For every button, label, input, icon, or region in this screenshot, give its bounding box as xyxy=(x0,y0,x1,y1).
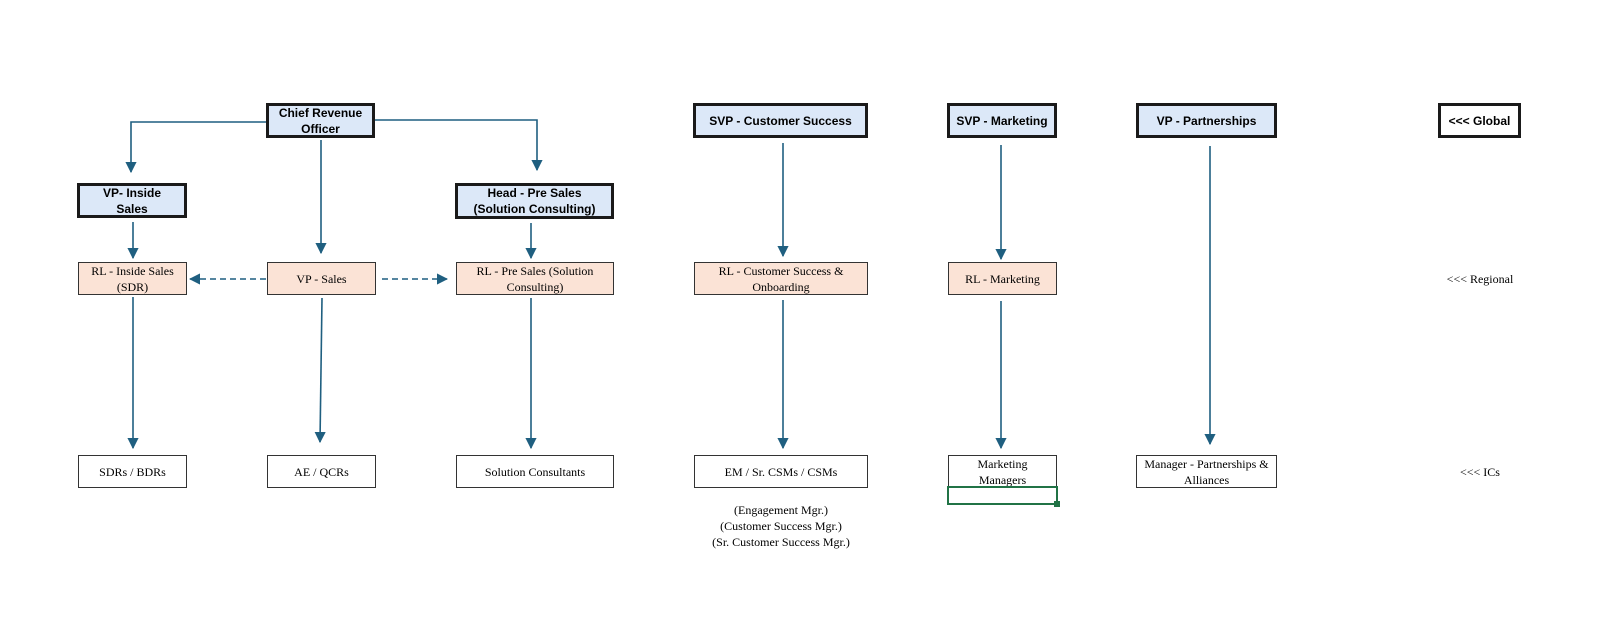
box-ae-qcrs[interactable]: AE / QCRs xyxy=(267,455,376,488)
box-marketing-managers[interactable]: Marketing Managers xyxy=(948,455,1057,488)
connector-cro-to-head-pre-sales xyxy=(374,119,543,172)
box-sdrs-bdrs[interactable]: SDRs / BDRs xyxy=(78,455,187,488)
connector-vp-sales-to-ae xyxy=(314,297,326,444)
label-regional-tier: <<< Regional xyxy=(1446,272,1514,286)
box-rl-customer-success[interactable]: RL - Customer Success & Onboarding xyxy=(694,262,868,295)
box-vp-partnerships[interactable]: VP - Partnerships xyxy=(1136,103,1277,138)
box-svp-customer-success[interactable]: SVP - Customer Success xyxy=(693,103,868,138)
box-svp-marketing[interactable]: SVP - Marketing xyxy=(947,103,1057,138)
label-global-tier: <<< Global xyxy=(1438,103,1521,138)
box-vp-sales[interactable]: VP - Sales xyxy=(267,262,376,295)
note-sr-customer-success-mgr: (Sr. Customer Success Mgr.) xyxy=(712,535,850,549)
fill-handle[interactable] xyxy=(1054,501,1060,507)
box-vp-inside-sales[interactable]: VP- Inside Sales xyxy=(77,183,187,218)
box-solution-consultants[interactable]: Solution Consultants xyxy=(456,455,614,488)
connector-cro-to-vp-inside-sales xyxy=(125,121,266,174)
cell-selection-outline[interactable] xyxy=(947,486,1060,507)
box-rl-pre-sales[interactable]: RL - Pre Sales (Solution Consulting) xyxy=(456,262,614,295)
box-em-csms[interactable]: EM / Sr. CSMs / CSMs xyxy=(694,455,868,488)
box-chief-revenue-officer[interactable]: Chief Revenue Officer xyxy=(266,103,375,138)
box-manager-partnerships[interactable]: Manager - Partnerships & Alliances xyxy=(1136,455,1277,488)
label-ics-tier: <<< ICs xyxy=(1460,465,1500,479)
box-head-pre-sales[interactable]: Head - Pre Sales (Solution Consulting) xyxy=(455,183,614,219)
box-rl-inside-sales[interactable]: RL - Inside Sales (SDR) xyxy=(78,262,187,295)
note-customer-success-mgr: (Customer Success Mgr.) xyxy=(720,519,842,533)
note-engagement-mgr: (Engagement Mgr.) xyxy=(734,503,828,517)
box-rl-marketing[interactable]: RL - Marketing xyxy=(948,262,1057,295)
